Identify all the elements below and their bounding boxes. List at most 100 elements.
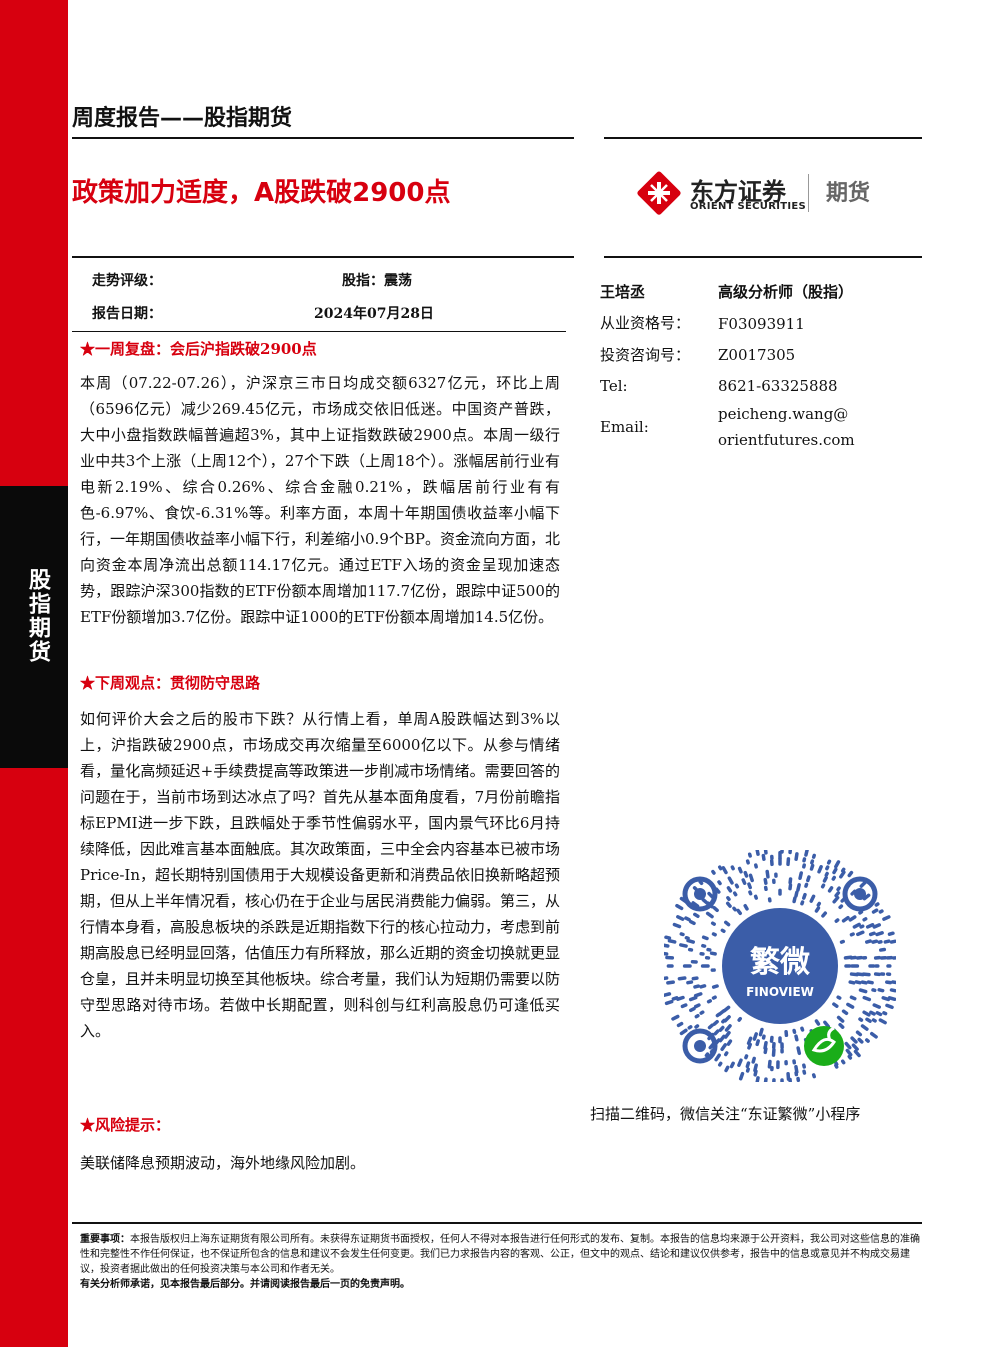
qr-module [848, 980, 856, 985]
qr-module [734, 883, 740, 889]
qr-module [747, 882, 752, 890]
qr-module [701, 897, 710, 906]
qr-module [862, 1010, 871, 1017]
qr-module [840, 1059, 846, 1065]
qr-module [664, 999, 674, 1006]
qr-module [699, 984, 707, 989]
qr-finder-dot [694, 1040, 706, 1052]
qr-module [865, 939, 872, 944]
qr-module [796, 1046, 802, 1056]
qr-module [834, 918, 840, 923]
section-title-risk: ★风险提示： [80, 1116, 171, 1134]
qr-module [744, 1054, 749, 1060]
qr-module [882, 1011, 888, 1016]
qr-module [860, 1024, 869, 1031]
qr-module [851, 1043, 859, 1051]
qr-module [878, 947, 887, 952]
sidebar-black-block [0, 486, 68, 768]
qr-module [761, 853, 766, 861]
qr-module [763, 877, 768, 885]
email-value-line1[interactable]: peicheng.wang@ [718, 405, 849, 423]
qr-module [849, 995, 857, 1001]
qr-module [691, 976, 699, 981]
qualification-label: 从业资格号： [600, 314, 691, 332]
qr-finder-dot [854, 888, 866, 900]
qr-module [840, 897, 846, 903]
qr-module [877, 988, 885, 993]
qr-module [711, 932, 717, 937]
qr-module [826, 859, 832, 865]
qr-module [806, 875, 811, 883]
qr-module [729, 1061, 735, 1069]
qr-module [724, 920, 731, 927]
rating-label: 走势评级： [92, 273, 162, 289]
qr-module [821, 911, 828, 918]
qr-module [763, 1077, 768, 1082]
qr-module [721, 1018, 726, 1024]
qr-module [853, 1049, 861, 1058]
qr-center-cn: 繁微 [750, 945, 810, 980]
qr-module [836, 886, 841, 892]
meta-rule-top [72, 256, 574, 258]
logo-name-en: ORIENT SECURITIES [690, 201, 807, 212]
qr-module [831, 875, 836, 881]
qr-module [726, 1039, 733, 1046]
qr-module [827, 886, 834, 893]
qr-module [871, 939, 879, 944]
qr-module [679, 1028, 688, 1036]
qr-module [832, 895, 840, 904]
qr-module [881, 996, 891, 1002]
qr-module [677, 976, 687, 981]
report-type: 周度报告——股指期货 [72, 106, 293, 131]
section-text-risk: 美联储降息预期波动，海外地缘风险加剧。 [80, 1154, 366, 1172]
qr-module [751, 1056, 756, 1064]
qr-module [811, 853, 816, 859]
qr-module [718, 1034, 726, 1043]
qr-module [718, 865, 723, 871]
qr-module [664, 935, 672, 940]
qr-module [792, 896, 797, 904]
qr-module [862, 893, 871, 901]
qr-module [755, 1076, 760, 1082]
qr-module [891, 980, 896, 985]
qr-module [752, 1032, 758, 1041]
qr-module [822, 875, 828, 883]
date-value: 2024年07月28日 [314, 306, 434, 322]
qr-module [686, 938, 695, 944]
qr-module [872, 1003, 881, 1009]
qr-module [887, 996, 896, 1002]
qr-module [847, 1054, 853, 1060]
qr-code[interactable]: 繁微 FINOVIEW [664, 850, 896, 1082]
qr-module [875, 1011, 883, 1017]
qr-module [755, 850, 760, 856]
qr-module [889, 939, 896, 944]
qr-module [694, 1013, 700, 1019]
logo-divider [808, 174, 809, 212]
qr-module [866, 980, 874, 985]
qr-module [736, 908, 742, 916]
qr-module [865, 1038, 870, 1043]
section-text-outlook: 如何评价大会之后的股市下跌？从行情上看，单周A股跌幅达到3%以上，沪指跌破290… [80, 710, 561, 1040]
qr-module [820, 883, 826, 889]
qr-module [804, 850, 809, 857]
analyst-title: 高级分析师（股指） [718, 283, 854, 301]
qr-module [882, 915, 891, 921]
qr-module [850, 1036, 858, 1044]
qr-module [699, 1010, 705, 1015]
qr-module [712, 906, 719, 913]
email-value-line2[interactable]: orientfutures.com [718, 431, 855, 449]
qr-module [737, 1058, 743, 1067]
qr-module [765, 869, 770, 879]
qr-module [718, 1025, 725, 1032]
qr-module [737, 866, 743, 874]
qr-module [809, 863, 815, 871]
qr-module [817, 865, 823, 874]
qr-module [724, 1065, 730, 1073]
orient-logo-icon [637, 171, 681, 215]
qr-module [847, 870, 854, 878]
investment-license-label: 投资咨询号： [600, 346, 691, 364]
qr-module [707, 1023, 714, 1030]
qr-module [738, 1071, 745, 1081]
qr-module [860, 980, 868, 985]
qr-module [679, 943, 688, 948]
